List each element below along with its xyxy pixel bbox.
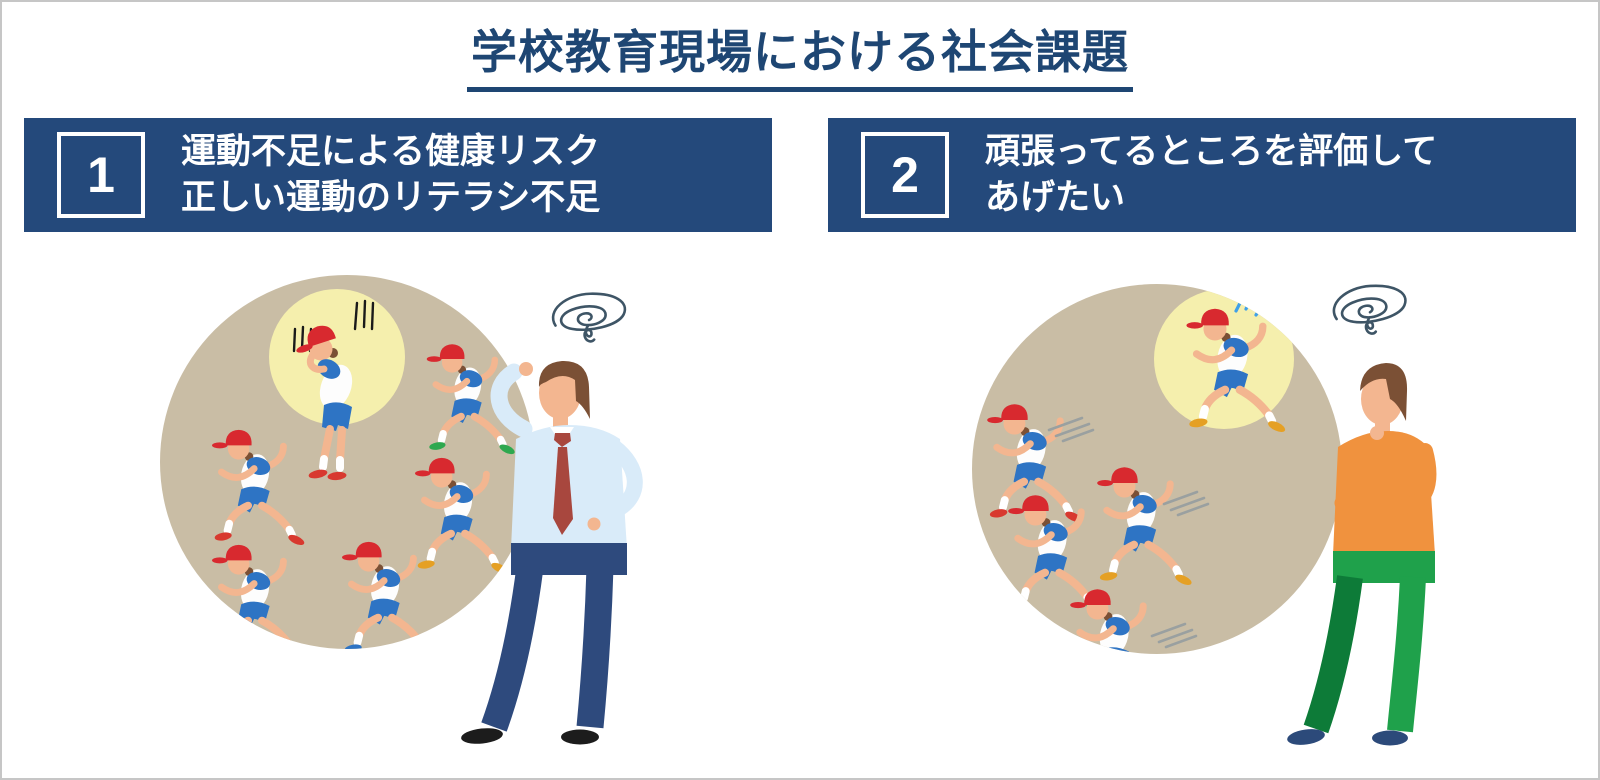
section-2-heading-line-1: 頑張ってるところを評価して <box>985 131 1438 171</box>
section-1-heading-line-1: 運動不足による健康リスク <box>181 131 600 171</box>
section-2-number-badge: 2 <box>861 132 949 218</box>
playground-circle-left <box>160 275 534 649</box>
section-1-header-band: 1 運動不足による健康リスク 正しい運動のリテラシ不足 <box>24 118 772 232</box>
section-1-heading: 運動不足による健康リスク 正しい運動のリテラシ不足 <box>181 129 600 221</box>
spotlight-circle-left <box>269 289 405 425</box>
section-2-header-band: 2 頑張ってるところを評価して あげたい <box>828 118 1576 232</box>
section-2-heading: 頑張ってるところを評価して あげたい <box>985 129 1437 221</box>
page-title: 学校教育現場における社会課題 <box>2 16 1598 92</box>
exhausted-student <box>292 299 375 481</box>
illustration-exhausted-student-confused-teacher <box>160 275 643 745</box>
confusion-scribble-icon <box>1329 279 1411 340</box>
pondering-teacher <box>1287 279 1437 746</box>
illustration-trying-hard-student-pondering-teacher <box>972 279 1437 746</box>
section-1-number-badge: 1 <box>57 132 145 218</box>
confusion-scribble-icon <box>549 288 630 347</box>
section-2-heading-line-2: あげたい <box>985 178 1126 217</box>
confused-teacher <box>461 288 643 745</box>
page-title-text: 学校教育現場における社会課題 <box>467 16 1133 92</box>
section-1-heading-line-2: 正しい運動のリテラシ不足 <box>181 178 601 217</box>
